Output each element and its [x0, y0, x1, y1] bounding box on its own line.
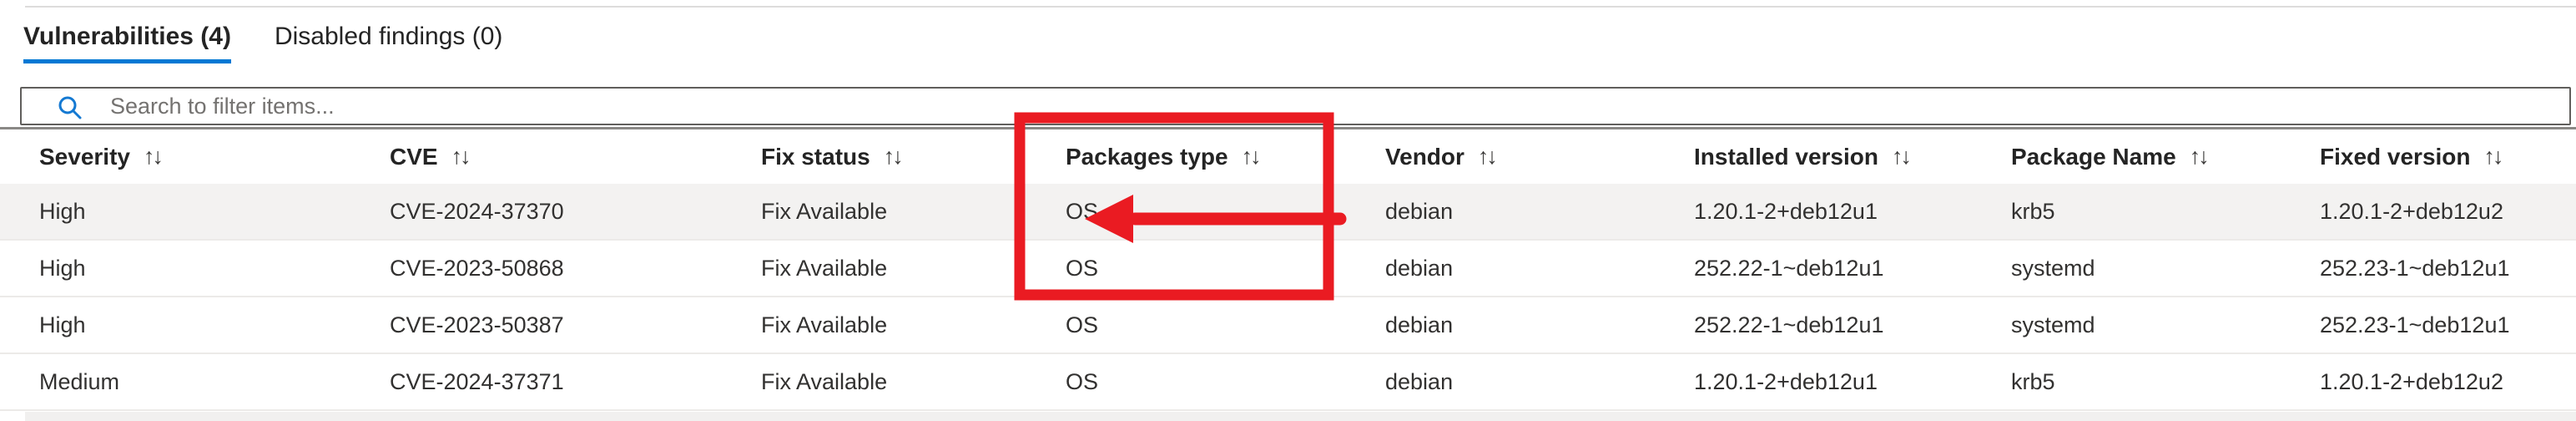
cell-packages-type: OS: [1066, 198, 1099, 224]
search-icon: [58, 96, 82, 119]
column-header-packages-type[interactable]: Packages type ↑↓: [1066, 129, 1262, 184]
cell-fixed-version: 1.20.1-2+deb12u2: [2320, 368, 2503, 394]
column-label: Packages type: [1066, 143, 1228, 170]
cell-package-name: krb5: [2011, 198, 2055, 224]
cell-fixed-version: 1.20.1-2+deb12u2: [2320, 198, 2503, 224]
cell-installed-version: 1.20.1-2+deb12u1: [1694, 198, 1878, 224]
sort-icon: ↑↓: [143, 144, 164, 169]
tab-bar: Vulnerabilities (4) Disabled findings (0…: [23, 22, 502, 63]
horizontal-scrollbar[interactable]: [25, 412, 2576, 421]
column-label: Vendor: [1385, 143, 1464, 170]
search-box[interactable]: [20, 87, 2571, 125]
sort-icon: ↑↓: [451, 144, 471, 169]
column-label: Severity: [39, 143, 130, 170]
sort-icon: ↑↓: [2483, 144, 2504, 169]
cell-cve: CVE-2024-37370: [390, 198, 564, 224]
cell-cve: CVE-2023-50387: [390, 312, 564, 337]
cell-vendor: debian: [1385, 312, 1454, 337]
cell-severity: High: [39, 255, 86, 281]
cell-packages-type: OS: [1066, 368, 1099, 394]
cell-packages-type: OS: [1066, 255, 1099, 281]
column-header-package-name[interactable]: Package Name ↑↓: [2011, 129, 2210, 184]
cell-vendor: debian: [1385, 368, 1454, 394]
column-header-installed-version[interactable]: Installed version ↑↓: [1694, 129, 1912, 184]
cell-fix-status: Fix Available: [761, 255, 888, 281]
cell-vendor: debian: [1385, 255, 1454, 281]
cell-installed-version: 252.22-1~deb12u1: [1694, 312, 1884, 337]
column-header-vendor[interactable]: Vendor ↑↓: [1385, 129, 1498, 184]
cell-severity: High: [39, 312, 86, 337]
cell-packages-type: OS: [1066, 312, 1099, 337]
column-label: CVE: [390, 143, 438, 170]
tabs-top-border: [25, 6, 2576, 8]
table-row[interactable]: Medium CVE-2024-37371 Fix Available OS d…: [0, 354, 2576, 411]
cell-installed-version: 252.22-1~deb12u1: [1694, 255, 1884, 281]
table-row[interactable]: High CVE-2023-50387 Fix Available OS deb…: [0, 297, 2576, 354]
table-header-row: Severity ↑↓ CVE ↑↓ Fix status ↑↓ Packages t…: [0, 127, 2576, 184]
tab-disabled-findings[interactable]: Disabled findings (0): [274, 23, 503, 50]
sort-icon: ↑↓: [883, 144, 904, 169]
cell-vendor: debian: [1385, 198, 1454, 224]
column-label: Package Name: [2011, 143, 2176, 170]
cell-fixed-version: 252.23-1~deb12u1: [2320, 255, 2510, 281]
cell-fix-status: Fix Available: [761, 368, 888, 394]
cell-installed-version: 1.20.1-2+deb12u1: [1694, 368, 1878, 394]
search-input[interactable]: [22, 89, 2569, 124]
cell-severity: Medium: [39, 368, 120, 394]
column-label: Fixed version: [2320, 143, 2471, 170]
cell-fixed-version: 252.23-1~deb12u1: [2320, 312, 2510, 337]
sort-icon: ↑↓: [1241, 144, 1262, 169]
cell-severity: High: [39, 198, 86, 224]
column-header-severity[interactable]: Severity ↑↓: [39, 129, 164, 184]
sort-icon: ↑↓: [1477, 144, 1498, 169]
column-label: Fix status: [761, 143, 870, 170]
table-row[interactable]: High CVE-2024-37370 Fix Available OS deb…: [0, 184, 2576, 241]
tab-vulnerabilities[interactable]: Vulnerabilities (4): [23, 22, 231, 63]
cell-cve: CVE-2024-37371: [390, 368, 564, 394]
sort-icon: ↑↓: [1891, 144, 1912, 169]
table-row[interactable]: High CVE-2023-50868 Fix Available OS deb…: [0, 241, 2576, 297]
column-label: Installed version: [1694, 143, 1878, 170]
cell-package-name: systemd: [2011, 312, 2095, 337]
cell-cve: CVE-2023-50868: [390, 255, 564, 281]
cell-fix-status: Fix Available: [761, 312, 888, 337]
sort-icon: ↑↓: [2189, 144, 2210, 169]
cell-package-name: krb5: [2011, 368, 2055, 394]
cell-package-name: systemd: [2011, 255, 2095, 281]
cell-fix-status: Fix Available: [761, 198, 888, 224]
column-header-fix-status[interactable]: Fix status ↑↓: [761, 129, 904, 184]
column-header-cve[interactable]: CVE ↑↓: [390, 129, 471, 184]
column-header-fixed-version[interactable]: Fixed version ↑↓: [2320, 129, 2504, 184]
